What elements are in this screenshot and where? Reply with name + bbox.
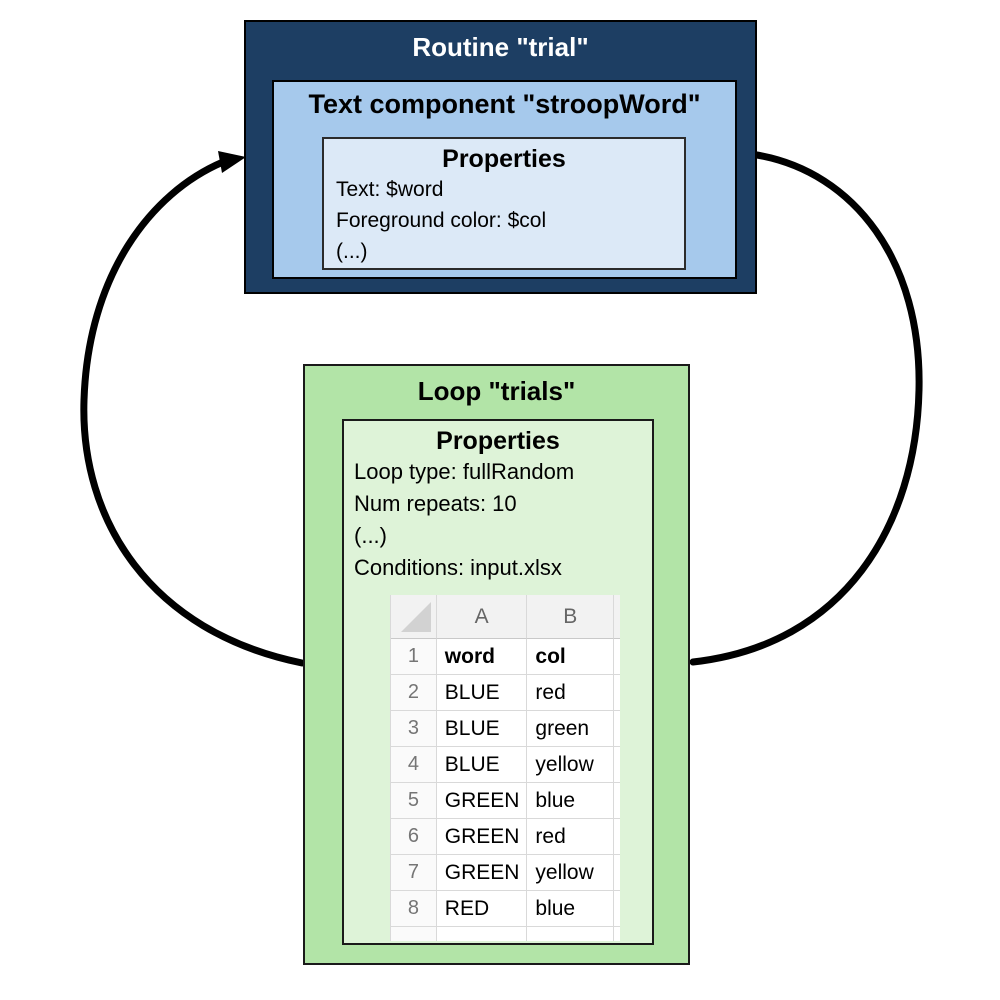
arrowhead-icon	[218, 151, 246, 173]
cell-col: col	[527, 639, 615, 675]
loop-title: Loop "trials"	[417, 376, 576, 406]
loop-box: Loop "trials" Properties Loop type: full…	[303, 364, 690, 965]
cell-col: yellow	[527, 855, 615, 891]
select-all-corner-icon	[391, 595, 437, 639]
cell-col: red	[527, 675, 615, 711]
cell-col: red	[527, 819, 615, 855]
property-line: Loop type: fullRandom	[354, 459, 575, 484]
cell-col: blue	[527, 783, 615, 819]
loop-properties-box: Properties Loop type: fullRandom Num rep…	[342, 419, 654, 945]
cell-word: word	[436, 639, 528, 675]
cell-col: blue	[527, 891, 615, 927]
table-row: 2 BLUE red	[391, 675, 620, 711]
cycle-arrow-left	[80, 158, 306, 667]
table-header-row: A B	[391, 595, 620, 639]
text-component-title: Text component "stroopWord"	[308, 89, 701, 119]
row-number: 6	[391, 819, 437, 855]
row-number: 3	[391, 711, 437, 747]
table-row: 7 GREEN yellow	[391, 855, 620, 891]
property-line: Num repeats: 10	[354, 491, 517, 516]
column-header-a: A	[436, 595, 528, 639]
row-number: 8	[391, 891, 437, 927]
routine-title: Routine "trial"	[412, 32, 589, 62]
cycle-arrow-right	[689, 151, 923, 666]
table-row: 3 BLUE green	[391, 711, 620, 747]
property-line: (...)	[354, 523, 387, 548]
row-number: 4	[391, 747, 437, 783]
table-row: 4 BLUE yellow	[391, 747, 620, 783]
cell-word: BLUE	[436, 747, 528, 783]
property-line: (...)	[336, 240, 368, 263]
cell-word: BLUE	[436, 675, 528, 711]
row-number: 7	[391, 855, 437, 891]
cell-word: GREEN	[436, 819, 528, 855]
column-header-sliver	[614, 595, 620, 639]
routine-box: Routine "trial" Text component "stroopWo…	[244, 20, 757, 294]
table-row: 1 word col	[391, 639, 620, 675]
cell-col: yellow	[527, 747, 615, 783]
row-number: 1	[391, 639, 437, 675]
table-row: 6 GREEN red	[391, 819, 620, 855]
property-line: Conditions: input.xlsx	[354, 555, 562, 580]
row-number: 2	[391, 675, 437, 711]
property-line: Text: $word	[336, 178, 444, 201]
row-number: 5	[391, 783, 437, 819]
text-component-properties-box: Properties Text: $word Foreground color:…	[322, 137, 686, 270]
table-row: 5 GREEN blue	[391, 783, 620, 819]
property-line: Foreground color: $col	[336, 209, 547, 232]
cell-word: GREEN	[436, 783, 528, 819]
properties-title: Properties	[436, 427, 560, 455]
column-header-b: B	[527, 595, 615, 639]
cell-word: BLUE	[436, 711, 528, 747]
text-component-box: Text component "stroopWord" Properties T…	[272, 80, 737, 279]
cell-word: RED	[436, 891, 528, 927]
cell-col: green	[527, 711, 615, 747]
properties-title: Properties	[442, 145, 566, 173]
conditions-spreadsheet: A B 1 word col 2 BLUE red 3	[390, 595, 620, 941]
table-row: 8 RED blue	[391, 891, 620, 927]
cell-word: GREEN	[436, 855, 528, 891]
table-row-partial	[391, 927, 620, 941]
